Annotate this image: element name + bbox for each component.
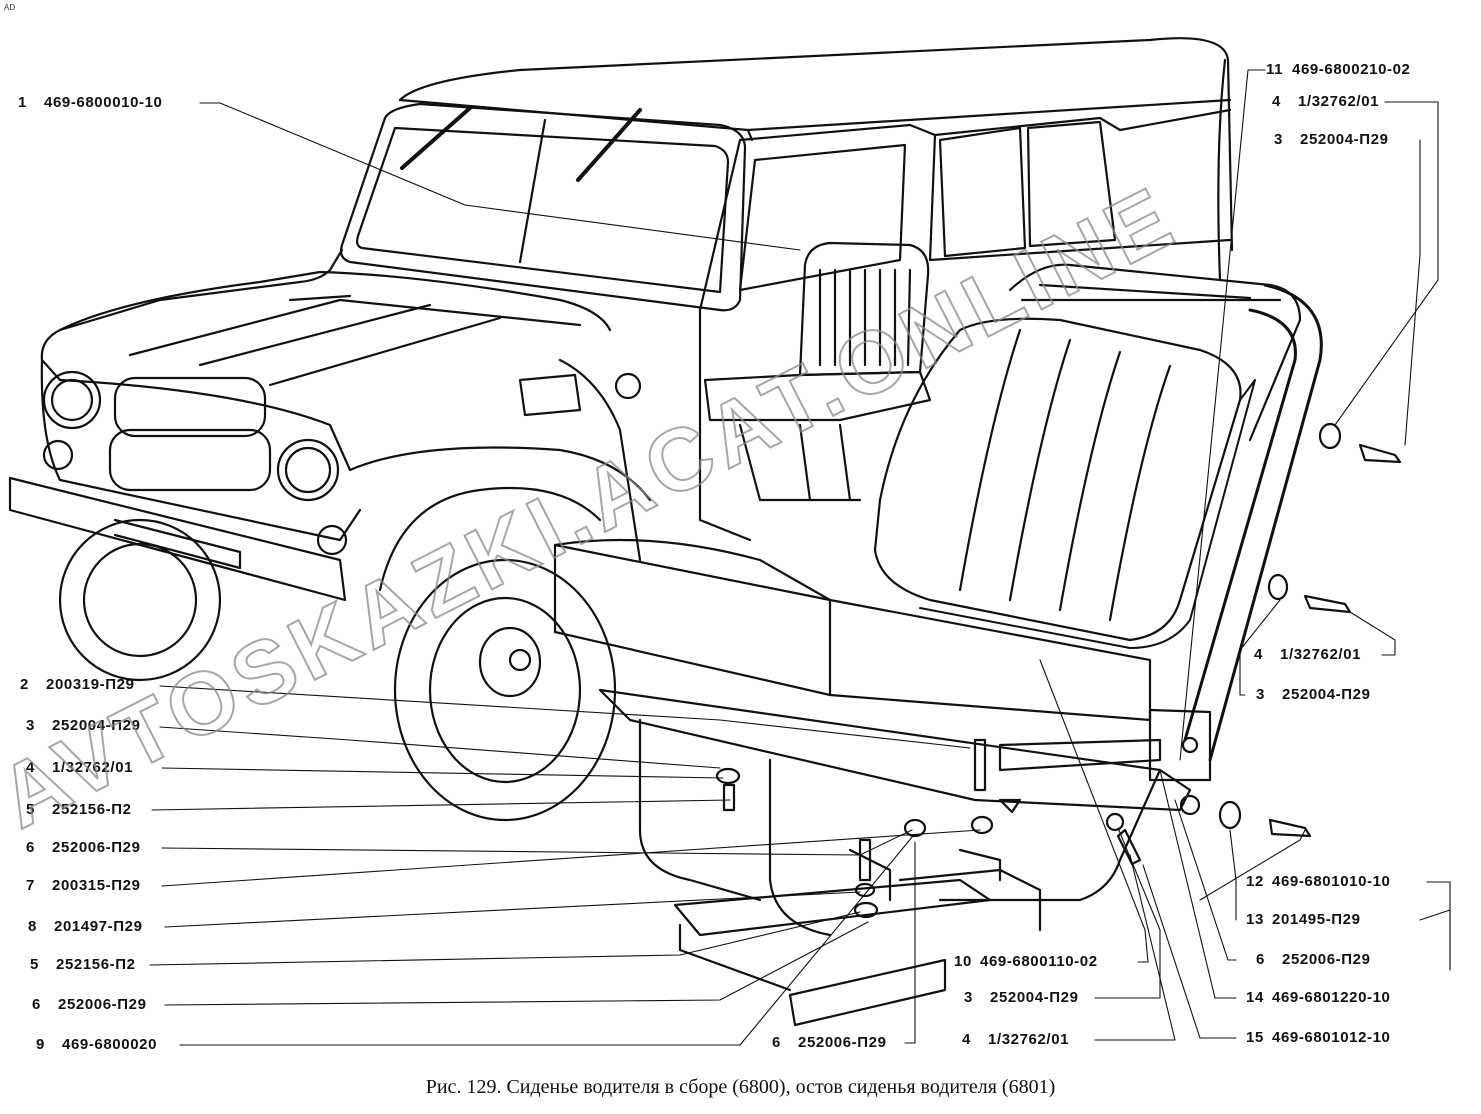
callout-bottom: 3 252004-П29 [964,990,1079,1006]
callout-left: 4 1/32762/01 [26,760,133,776]
driver-seat-exploded [553,263,1402,1027]
callout-number: 3 [26,717,35,734]
callout-bottom: 6 252006-П29 [772,1035,887,1051]
callout-number: 6 [26,839,35,856]
callout-number: 12 [1246,873,1264,890]
callout-number: 7 [26,877,35,894]
callout-right: 6 252006-П29 [1256,952,1371,968]
callout-number: 9 [36,1036,45,1053]
callout-number: 5 [26,801,35,818]
callout-bottom: 4 1/32762/01 [962,1032,1069,1048]
callout-number: 6 [32,996,41,1013]
callout-right: 3 252004-П29 [1274,132,1389,148]
callout-code: 252004-П29 [1282,686,1371,703]
callout-number: 8 [28,918,37,935]
callout-code: 201495-П29 [1272,911,1361,928]
leader-lines [149,69,1451,1046]
callout-code: 1/32762/01 [1280,646,1362,663]
callout-code: 252004-П29 [1300,131,1389,148]
callout-code: 201497-П29 [54,918,143,935]
callout-number: 2 [20,676,29,693]
callout-code: 469-6801220-10 [1272,989,1391,1006]
callout-number: 4 [962,1031,971,1048]
callout-right: 4 1/32762/01 [1254,647,1361,663]
callout-code: 252004-П29 [52,717,141,734]
callout-code: 469-6801012-10 [1272,1029,1391,1046]
callout-code: 252004-П29 [990,989,1079,1006]
callout-code: 1/32762/01 [52,759,134,776]
callout-number: 4 [26,759,35,776]
callout-number: 6 [772,1034,781,1051]
callout-code: 252006-П29 [1282,951,1371,968]
callout-left: 8 201497-П29 [28,919,143,935]
callout-number: 4 [1272,93,1281,110]
callout-code: 469-6800110-02 [980,953,1098,970]
callout-right: 13 201495-П29 [1246,912,1361,928]
callout-left: 2 200319-П29 [20,677,135,693]
callout-code: 252006-П29 [798,1034,887,1051]
callout-code: 469-6800010-10 [44,94,163,111]
callout-number: 11 [1266,61,1284,78]
callout-code: 252006-П29 [58,996,147,1013]
callout-code: 252006-П29 [52,839,141,856]
callout-number: 15 [1246,1029,1264,1046]
callout-number: 13 [1246,911,1264,928]
callout-right: 4 1/32762/01 [1272,94,1379,110]
callout-number: 4 [1254,646,1263,663]
callout-number: 6 [1256,951,1265,968]
callout-left: 6 252006-П29 [26,840,141,856]
callout-number: 3 [1256,686,1265,703]
callout-left: 6 252006-П29 [32,997,147,1013]
callout-code: 1/32762/01 [988,1031,1070,1048]
callout-code: 1/32762/01 [1298,93,1380,110]
callout-number: 3 [964,989,973,1006]
callout-left: 1 469-6800010-10 [18,95,163,111]
callout-right: 14 469-6801220-10 [1246,990,1391,1006]
figure-caption: Рис. 129. Сиденье водителя в сборе (6800… [425,1076,1056,1098]
callout-right: 11 469-6800210-02 [1266,62,1411,78]
callout-left: 5 252156-П2 [26,802,132,818]
callout-code: 200315-П29 [52,877,141,894]
callout-code: 252156-П2 [56,956,136,973]
callout-code: 469-6800210-02 [1292,61,1411,78]
callout-number: 10 [954,953,972,970]
callout-code: 252156-П2 [52,801,132,818]
callout-left: 3 252004-П29 [26,718,141,734]
callout-code: 200319-П29 [46,676,135,693]
callout-left: 7 200315-П29 [26,878,141,894]
callout-code: 469-6801010-10 [1272,873,1391,890]
callout-number: 1 [18,94,27,111]
callout-code: 469-6800020 [62,1036,158,1053]
callout-number: 3 [1274,131,1283,148]
callout-right: 12 469-6801010-10 [1246,874,1391,890]
corner-mark: AD [4,3,16,12]
callout-number: 14 [1246,989,1264,1006]
callout-left: 5 252156-П2 [30,957,136,973]
callout-number: 5 [30,956,39,973]
callout-right: 15 469-6801012-10 [1246,1030,1391,1046]
callout-right: 3 252004-П29 [1256,687,1371,703]
callout-left: 9 469-6800020 [36,1037,157,1053]
callout-bottom: 10 469-6800110-02 [954,954,1098,970]
cabin-seat [703,241,932,502]
vehicle-body [8,37,1234,822]
